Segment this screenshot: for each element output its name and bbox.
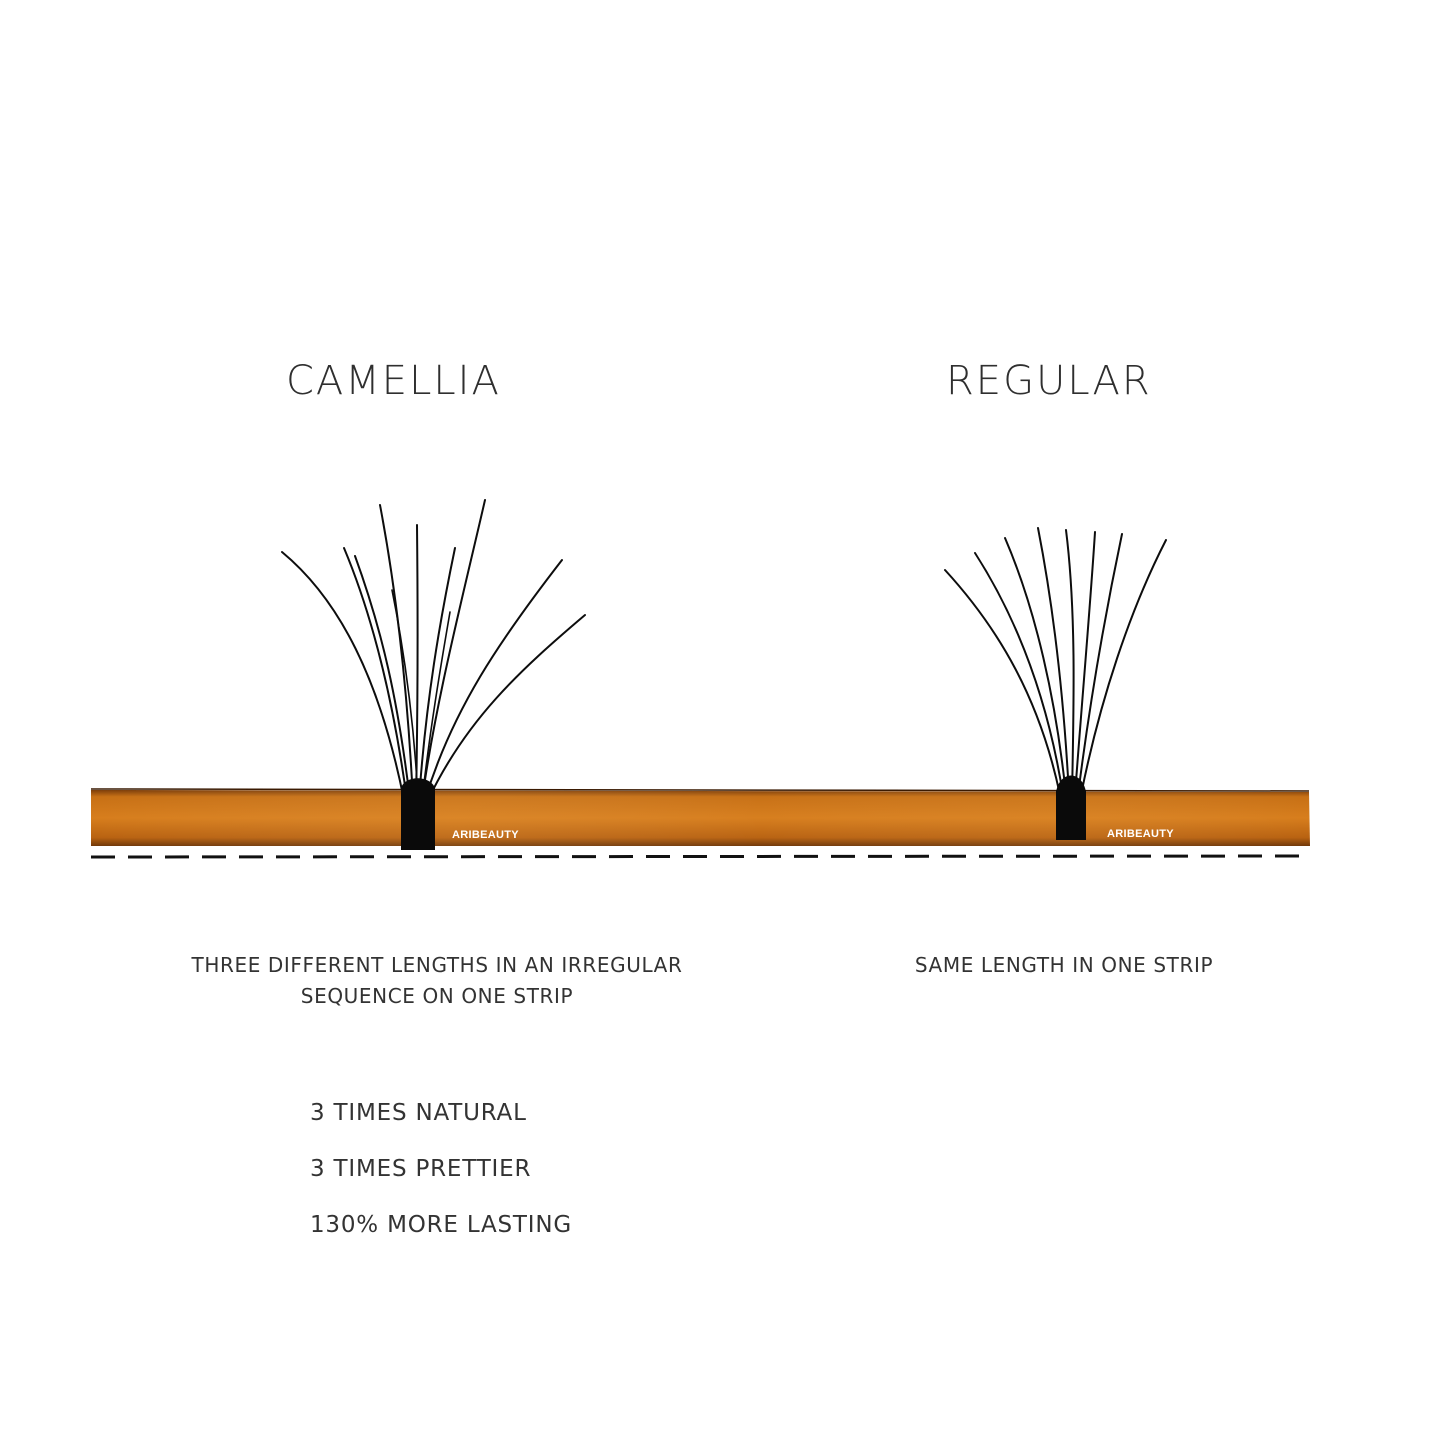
- regular-lash-cluster: [944, 527, 1167, 840]
- benefit-natural: 3 TIMES NATURAL: [310, 1100, 527, 1126]
- regular-title: REGULAR: [946, 358, 1152, 404]
- camellia-caption-line2: SEQUENCE ON ONE STRIP: [300, 984, 574, 1008]
- dashed-baseline: [90, 854, 1306, 859]
- benefit-lasting: 130% MORE LASTING: [310, 1212, 572, 1238]
- lash-strip: [90, 788, 1310, 846]
- camellia-caption: THREE DIFFERENT LENGTHS IN AN IRREGULAR …: [137, 950, 737, 1012]
- brand-label-left: ARIBEAUTY: [452, 829, 519, 841]
- camellia-caption-line1: THREE DIFFERENT LENGTHS IN AN IRREGULAR: [191, 953, 683, 977]
- camellia-lash-cluster: [281, 499, 586, 850]
- benefit-prettier: 3 TIMES PRETTIER: [310, 1156, 532, 1182]
- brand-label-right: ARIBEAUTY: [1107, 828, 1174, 840]
- camellia-title: CAMELLIA: [286, 358, 501, 404]
- regular-caption: SAME LENGTH IN ONE STRIP: [914, 953, 1214, 977]
